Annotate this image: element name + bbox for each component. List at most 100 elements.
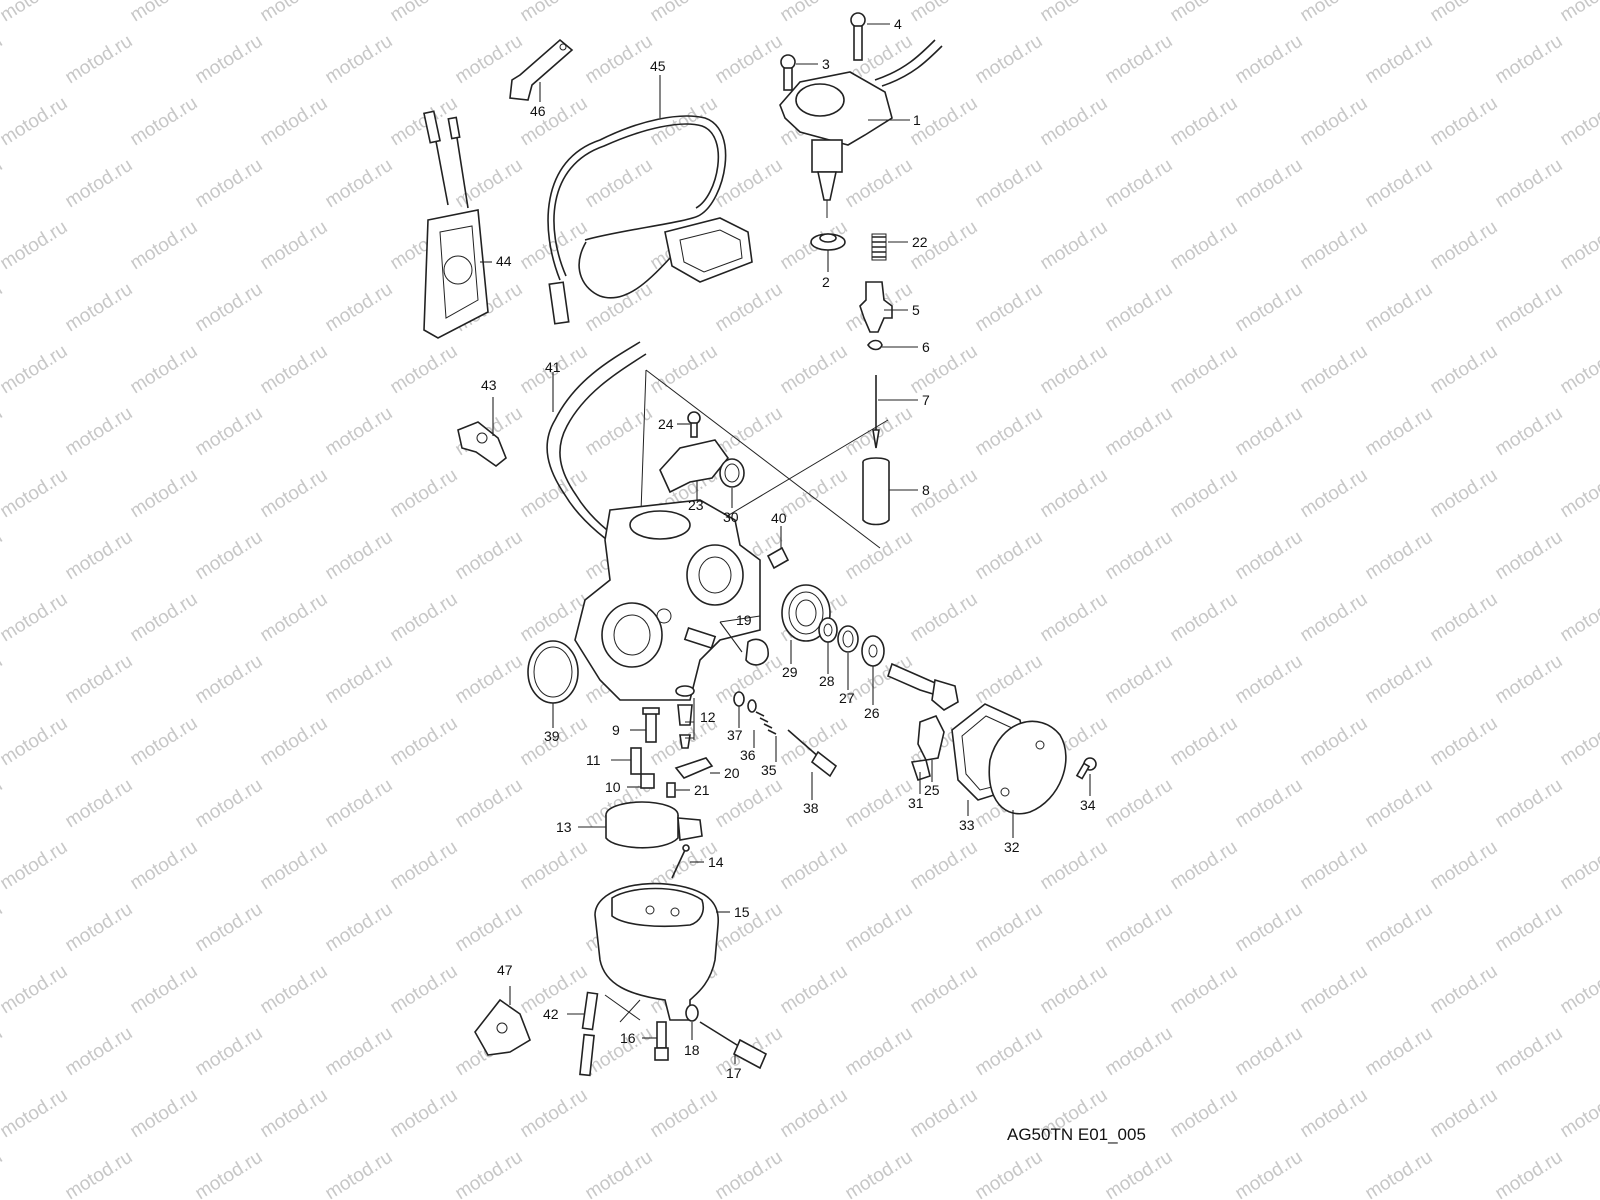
watermark-text: motod.ru bbox=[517, 93, 592, 151]
watermark-text: motod.ru bbox=[257, 217, 332, 275]
diagram-reference-code: AG50TN E01_005 bbox=[1007, 1125, 1146, 1144]
watermark-text: motod.ru bbox=[0, 713, 71, 771]
watermark-text: motod.ru bbox=[1037, 217, 1112, 275]
watermark-text: motod.ru bbox=[1102, 31, 1177, 89]
watermark-text: motod.ru bbox=[192, 155, 267, 213]
watermark-text: motod.ru bbox=[907, 589, 982, 647]
watermark-text: motod.ru bbox=[582, 279, 657, 337]
parts-drawings bbox=[423, 12, 1097, 1077]
watermark-text: motod.ru bbox=[1492, 775, 1567, 833]
watermark-text: motod.ru bbox=[452, 1147, 527, 1200]
watermark-text: motod.ru bbox=[127, 1085, 202, 1143]
part-29-throttle-spring bbox=[781, 584, 831, 642]
callout-25: 25 bbox=[924, 782, 940, 798]
watermark-text: motod.ru bbox=[452, 899, 527, 957]
watermark-text: motod.ru bbox=[322, 775, 397, 833]
watermark-text: motod.ru bbox=[1492, 155, 1567, 213]
watermark-text: motod.ru bbox=[0, 0, 71, 26]
callout-33: 33 bbox=[959, 817, 975, 833]
part-34-screw bbox=[1075, 757, 1097, 780]
watermark-text: motod.ru bbox=[842, 527, 917, 585]
watermark-text: motod.ru bbox=[322, 31, 397, 89]
callout-32: 32 bbox=[1004, 839, 1020, 855]
watermark-text: motod.ru bbox=[0, 1085, 71, 1143]
watermark-text: motod.ru bbox=[62, 1023, 137, 1081]
watermark-text: motod.ru bbox=[127, 341, 202, 399]
watermark-text: motod.ru bbox=[517, 465, 592, 523]
watermark-text: motod.ru bbox=[1362, 403, 1437, 461]
watermark-text: motod.ru bbox=[712, 1147, 787, 1200]
watermark-text: motod.ru bbox=[387, 589, 462, 647]
watermark-text: motod.ru bbox=[1427, 217, 1502, 275]
watermark-text: motod.ru bbox=[387, 341, 462, 399]
watermark-text: motod.ru bbox=[452, 155, 527, 213]
watermark-text: motod.ru bbox=[777, 837, 852, 895]
watermark-text: motod.ru bbox=[1102, 651, 1177, 709]
watermark-text: motod.ru bbox=[1492, 899, 1567, 957]
watermark-text: motod.ru bbox=[1427, 837, 1502, 895]
watermark-text: motod.ru bbox=[192, 279, 267, 337]
watermark-text: motod.ru bbox=[972, 31, 1047, 89]
watermark-text: motod.ru bbox=[777, 465, 852, 523]
callout-8: 8 bbox=[922, 482, 930, 498]
watermark-text: motod.ru bbox=[127, 93, 202, 151]
watermark-text: motod.ru bbox=[1492, 527, 1567, 585]
watermark-text: motod.ru bbox=[1297, 0, 1372, 26]
watermark-text: motod.ru bbox=[1037, 961, 1112, 1019]
part-46-bracket bbox=[509, 38, 574, 101]
watermark-text: motod.ru bbox=[1427, 341, 1502, 399]
watermark-text: motod.ru bbox=[1232, 899, 1307, 957]
part-17-drain-screw bbox=[699, 1021, 768, 1070]
watermark-text: motod.ru bbox=[1102, 899, 1177, 957]
watermark-text: motod.ru bbox=[972, 651, 1047, 709]
watermark-text: motod.ru bbox=[0, 465, 71, 523]
watermark-text: motod.ru bbox=[1557, 217, 1600, 275]
watermark-text: motod.ru bbox=[192, 31, 267, 89]
part-32-cover bbox=[988, 720, 1067, 815]
watermark-text: motod.ru bbox=[322, 527, 397, 585]
watermark-text: motod.ru bbox=[322, 1023, 397, 1081]
carburetor-body bbox=[574, 499, 761, 701]
watermark-text: motod.ru bbox=[322, 1147, 397, 1200]
part-27-o-ring bbox=[837, 625, 859, 653]
part-44-cable-assembly bbox=[423, 110, 489, 339]
watermark-text: motod.ru bbox=[257, 465, 332, 523]
watermark-text: motod.ru bbox=[1167, 713, 1242, 771]
watermark-text: motod.ru bbox=[1167, 93, 1242, 151]
callout-2: 2 bbox=[822, 274, 830, 290]
watermark-text: motod.ru bbox=[1297, 1085, 1372, 1143]
watermark-text: motod.ru bbox=[1362, 775, 1437, 833]
watermark-text: motod.ru bbox=[0, 527, 6, 585]
watermark-text: motod.ru bbox=[257, 837, 332, 895]
watermark-text: motod.ru bbox=[1362, 899, 1437, 957]
callout-10: 10 bbox=[605, 779, 621, 795]
callout-24: 24 bbox=[658, 416, 674, 432]
callout-26: 26 bbox=[864, 705, 880, 721]
watermark-text: motod.ru bbox=[62, 651, 137, 709]
callout-12: 12 bbox=[700, 709, 716, 725]
watermark-text: motod.ru bbox=[1102, 1147, 1177, 1200]
callout-45: 45 bbox=[650, 58, 666, 74]
callout-21: 21 bbox=[694, 782, 710, 798]
callout-1: 1 bbox=[913, 112, 921, 128]
watermark-text: motod.ru bbox=[1362, 155, 1437, 213]
watermark-text: motod.ru bbox=[1557, 713, 1600, 771]
callout-39: 39 bbox=[544, 728, 560, 744]
watermark-text: motod.ru bbox=[777, 1085, 852, 1143]
watermark-text: motod.ru bbox=[1362, 651, 1437, 709]
watermark-text: motod.ru bbox=[712, 279, 787, 337]
watermark-text: motod.ru bbox=[192, 527, 267, 585]
watermark-text: motod.ru bbox=[387, 465, 462, 523]
watermark-text: motod.ru bbox=[1167, 961, 1242, 1019]
watermark-text: motod.ru bbox=[257, 1085, 332, 1143]
watermark-text: motod.ru bbox=[1232, 1147, 1307, 1200]
watermark-text: motod.ru bbox=[0, 837, 71, 895]
part-19-cap bbox=[745, 638, 769, 666]
watermark-text: motod.ru bbox=[0, 155, 6, 213]
watermark-text: motod.ru bbox=[192, 899, 267, 957]
watermark-text: motod.ru bbox=[1297, 837, 1372, 895]
part-21-screw bbox=[666, 782, 676, 798]
callout-13: 13 bbox=[556, 819, 572, 835]
watermark-text: motod.ru bbox=[712, 775, 787, 833]
part-45-wire-harness bbox=[547, 115, 753, 325]
